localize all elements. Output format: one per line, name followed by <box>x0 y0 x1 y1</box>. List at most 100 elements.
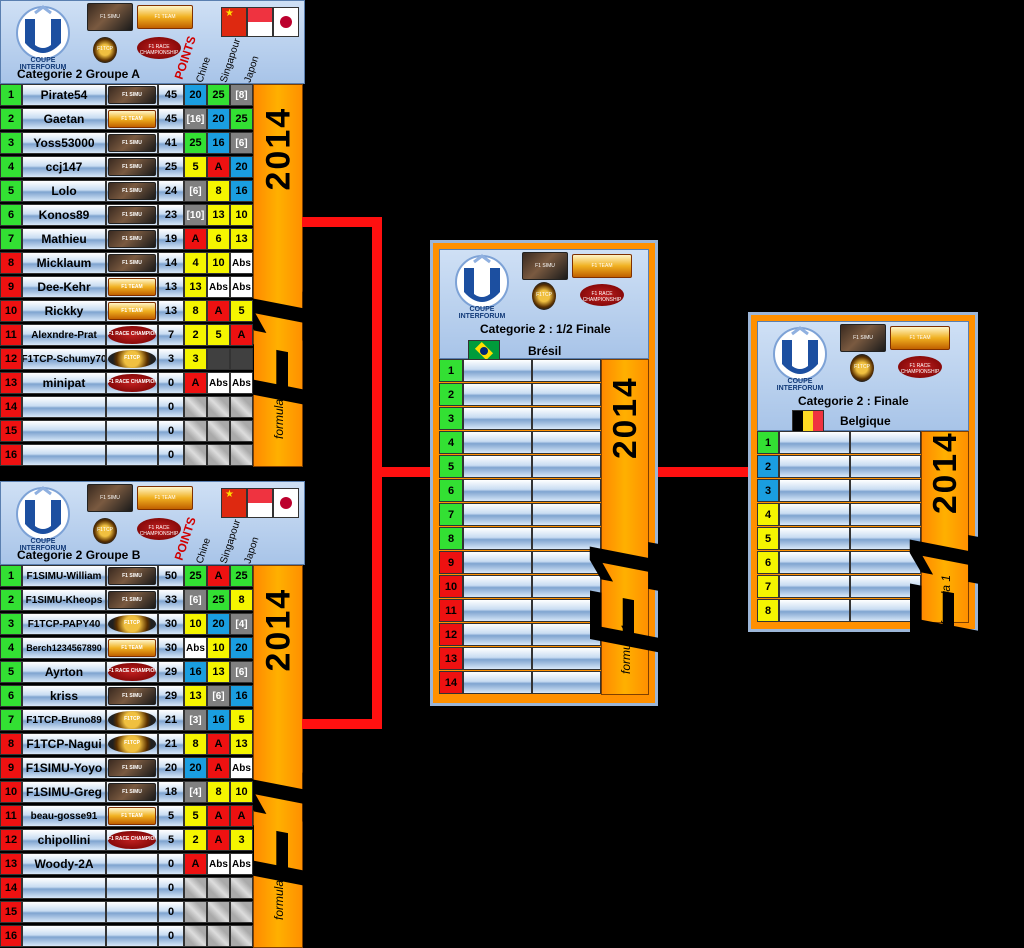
driver-name <box>22 444 106 466</box>
team-cell <box>106 420 158 442</box>
result-row: 5 <box>757 527 921 551</box>
points-cell: 0 <box>158 396 184 418</box>
team-logo-text: F1 SIMU <box>122 573 142 579</box>
race-result-singapour: 10 <box>207 252 230 274</box>
group-header: COUPE INTERFORUM F1 SIMU F1 TEAM F1TCP F1 RA… <box>0 0 305 84</box>
cup-text: COUPE INTERFORUM <box>458 306 506 320</box>
driver-name: Mathieu <box>22 228 106 250</box>
semi-title: Categorie 2 : 1/2 Finale <box>480 322 611 336</box>
race-result-singapour: 6 <box>207 228 230 250</box>
points-cell <box>532 383 601 406</box>
driver-name: F1TCP-Nagui <box>22 733 106 755</box>
race-result-japon: Abs <box>230 853 253 875</box>
race-result-singapour: 20 <box>207 108 230 130</box>
points-cell: 18 <box>158 781 184 803</box>
race-result-chine <box>184 420 207 442</box>
points-cell <box>532 479 601 502</box>
race-result-singapour: A <box>207 757 230 779</box>
race-result-japon <box>230 420 253 442</box>
driver-name <box>463 551 532 574</box>
team-logo-text: F1 SIMU <box>100 14 120 20</box>
team-cell <box>106 444 158 466</box>
points-cell: 21 <box>158 709 184 731</box>
position-cell: 6 <box>757 551 779 574</box>
driver-name <box>22 901 106 923</box>
driver-name: F1SIMU-Yoyo <box>22 757 106 779</box>
race-result-chine: Abs <box>184 637 207 659</box>
result-row: 8 <box>439 527 601 551</box>
position-cell: 2 <box>0 108 22 130</box>
race-result-japon: Abs <box>230 757 253 779</box>
race-result-chine: 25 <box>184 565 207 587</box>
team-dark-logo-icon: F1 SIMU <box>108 86 156 104</box>
race-result-singapour: Abs <box>207 276 230 298</box>
banner-subtitle: formula 1 <box>272 388 286 439</box>
driver-name: F1SIMU-Greg <box>22 781 106 803</box>
final-title: Categorie 2 : Finale <box>798 394 909 408</box>
position-cell: 11 <box>0 324 22 346</box>
cup-text: COUPE INTERFORUM <box>776 378 824 392</box>
driver-name <box>463 359 532 382</box>
team-cell: F1TCP <box>106 709 158 731</box>
bracket-connector-line <box>302 719 382 729</box>
driver-name: F1TCP-Bruno89 <box>22 709 106 731</box>
driver-name <box>779 455 850 478</box>
position-cell: 6 <box>0 685 22 707</box>
team-logo-text: F1 RACE CHAMPIONSHIP <box>108 836 156 842</box>
driver-name <box>779 599 850 622</box>
race-result-singapour: A <box>207 829 230 851</box>
race-result-singapour: 25 <box>207 589 230 611</box>
position-cell: 5 <box>0 180 22 202</box>
team-logo-text: F1 RACE CHAMPIONSHIP <box>139 44 179 56</box>
position-cell: 3 <box>757 479 779 502</box>
position-cell: 1 <box>0 84 22 106</box>
race-result-japon: Abs <box>230 276 253 298</box>
race-result-japon: [6] <box>230 661 253 683</box>
driver-name <box>779 575 850 598</box>
result-row: 3 <box>439 407 601 431</box>
race-result-singapour: 10 <box>207 637 230 659</box>
result-row: 10 <box>439 575 601 599</box>
points-cell <box>850 455 921 478</box>
team-cell <box>106 901 158 923</box>
driver-name: Alexndre-Prat <box>22 324 106 346</box>
points-cell <box>532 359 601 382</box>
position-cell: 10 <box>439 575 463 598</box>
team-red-logo-icon: F1 RACE CHAMPIONSHIP <box>137 518 181 540</box>
team-logo-text: F1 TEAM <box>154 495 176 501</box>
driver-name: chipollini <box>22 829 106 851</box>
race-result-chine: 8 <box>184 733 207 755</box>
driver-name <box>779 503 850 526</box>
team-logo-text: F1TCP <box>124 620 140 626</box>
result-row: 1 <box>439 359 601 383</box>
race-result-singapour: A <box>207 565 230 587</box>
driver-name <box>463 599 532 622</box>
race-result-japon: A <box>230 324 253 346</box>
result-row: 12 <box>439 623 601 647</box>
race-result-japon: 3 <box>230 829 253 851</box>
driver-name: Gaetan <box>22 108 106 130</box>
team-cell: F1 SIMU <box>106 180 158 202</box>
team-logo-text: F1TCP <box>97 46 113 52</box>
team-gold-logo-icon: F1 TEAM <box>108 807 156 825</box>
race-result-singapour: 16 <box>207 132 230 154</box>
points-cell: 24 <box>158 180 184 202</box>
race-result-singapour: 13 <box>207 204 230 226</box>
team-logo-text: F1 SIMU <box>122 140 142 146</box>
position-cell: 12 <box>0 829 22 851</box>
cup-text: COUPE INTERFORUM <box>19 538 67 552</box>
driver-name <box>22 420 106 442</box>
points-cell: 13 <box>158 276 184 298</box>
position-cell: 10 <box>0 300 22 322</box>
team-logo-text: F1 TEAM <box>154 14 176 20</box>
points-cell <box>850 551 921 574</box>
coupe-interforum-logo-icon: COUPE INTERFORUM <box>7 5 79 71</box>
race-header-singapour: Singapour <box>218 37 244 84</box>
